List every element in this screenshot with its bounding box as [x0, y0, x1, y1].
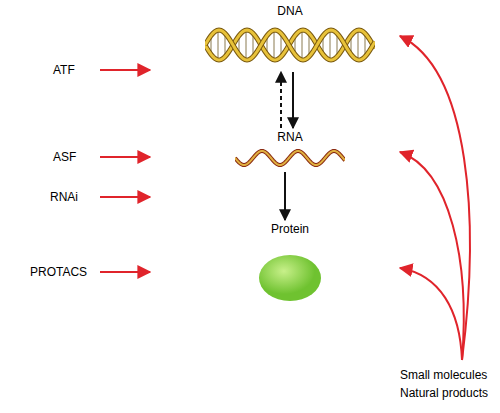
note-label: Small molecules Natural products	[400, 366, 500, 402]
flow-arrow	[292, 72, 294, 128]
pointer-arrow	[100, 196, 150, 198]
method-label: RNAi	[50, 188, 100, 206]
protein-blob: Protein	[250, 222, 330, 302]
pointer-arrow	[100, 156, 150, 158]
node-label: DNA	[205, 4, 375, 18]
method-label: PROTACS	[30, 263, 100, 281]
flow-arrow	[280, 72, 282, 128]
node-label: Protein	[250, 222, 330, 236]
curved-arrow	[400, 268, 462, 360]
curved-arrow	[400, 152, 464, 360]
rna-strand: RNA	[235, 130, 345, 170]
pointer-arrow	[100, 69, 150, 71]
pointer-arrow	[100, 271, 150, 273]
protein-blob-graphic	[250, 242, 330, 302]
method-label: ASF	[53, 148, 103, 166]
dna-helix: DNA	[205, 4, 375, 70]
curved-arrow	[400, 36, 470, 360]
node-label: RNA	[235, 130, 345, 144]
dna-helix-graphic	[205, 22, 375, 68]
flow-arrow	[284, 172, 286, 220]
method-label: ATF	[53, 61, 103, 79]
rna-strand-graphic	[235, 146, 345, 170]
